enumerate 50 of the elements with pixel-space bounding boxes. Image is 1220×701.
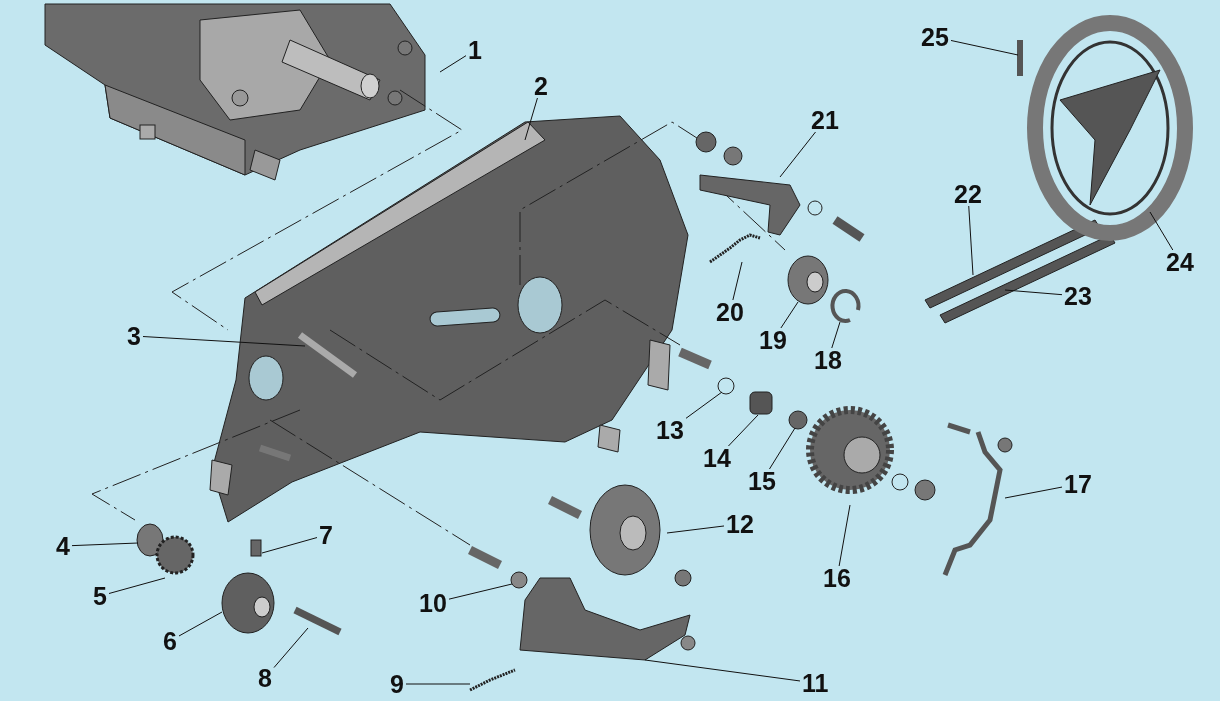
callout-number: 9	[390, 670, 404, 698]
leader-line	[727, 414, 759, 447]
callout-number: 20	[716, 298, 744, 326]
callout-number: 6	[163, 627, 177, 655]
leader-line	[178, 611, 223, 637]
leader-line	[950, 39, 1019, 56]
callout-number: 25	[921, 23, 949, 51]
leader-line	[768, 427, 796, 470]
callout-number: 24	[1166, 248, 1194, 276]
callout-number: 13	[656, 416, 684, 444]
leader-line	[1149, 211, 1174, 251]
leader-line	[439, 55, 467, 73]
callout-number: 18	[814, 346, 842, 374]
leader-line	[524, 97, 538, 141]
leader-line	[1004, 486, 1063, 499]
callout-number: 7	[319, 521, 333, 549]
callout-number: 22	[954, 180, 982, 208]
callout-number: 17	[1064, 470, 1092, 498]
leader-line	[448, 583, 513, 600]
leader-line	[644, 659, 801, 682]
leader-line	[405, 683, 471, 685]
leader-line	[142, 336, 306, 347]
callout-number: 21	[811, 106, 839, 134]
leader-line	[71, 542, 139, 547]
callout-number: 2	[534, 72, 548, 100]
leader-line	[831, 321, 841, 349]
leader-line	[779, 131, 817, 178]
leader-line	[685, 391, 723, 419]
callout-number: 11	[802, 669, 829, 697]
leader-line	[1004, 289, 1063, 296]
leader-line	[732, 261, 743, 301]
callout-number: 23	[1064, 282, 1092, 310]
callout-number: 8	[258, 664, 272, 692]
callout-number: 5	[93, 582, 107, 610]
leader-line	[108, 577, 166, 594]
leader-line	[968, 205, 974, 276]
leader-line	[780, 301, 799, 329]
callout-number: 15	[748, 467, 776, 495]
callout-number: 19	[759, 326, 787, 354]
callout-number: 10	[419, 589, 447, 617]
callout-number: 3	[127, 322, 141, 350]
callout-number: 4	[56, 532, 70, 560]
leader-line	[261, 537, 318, 554]
callout-number: 1	[468, 36, 482, 64]
leader-line	[273, 627, 309, 669]
leader-line	[838, 504, 851, 567]
leader-line	[666, 525, 725, 534]
callout-number: 16	[823, 564, 851, 592]
callout-number: 12	[726, 510, 754, 538]
callout-number: 14	[703, 444, 731, 472]
